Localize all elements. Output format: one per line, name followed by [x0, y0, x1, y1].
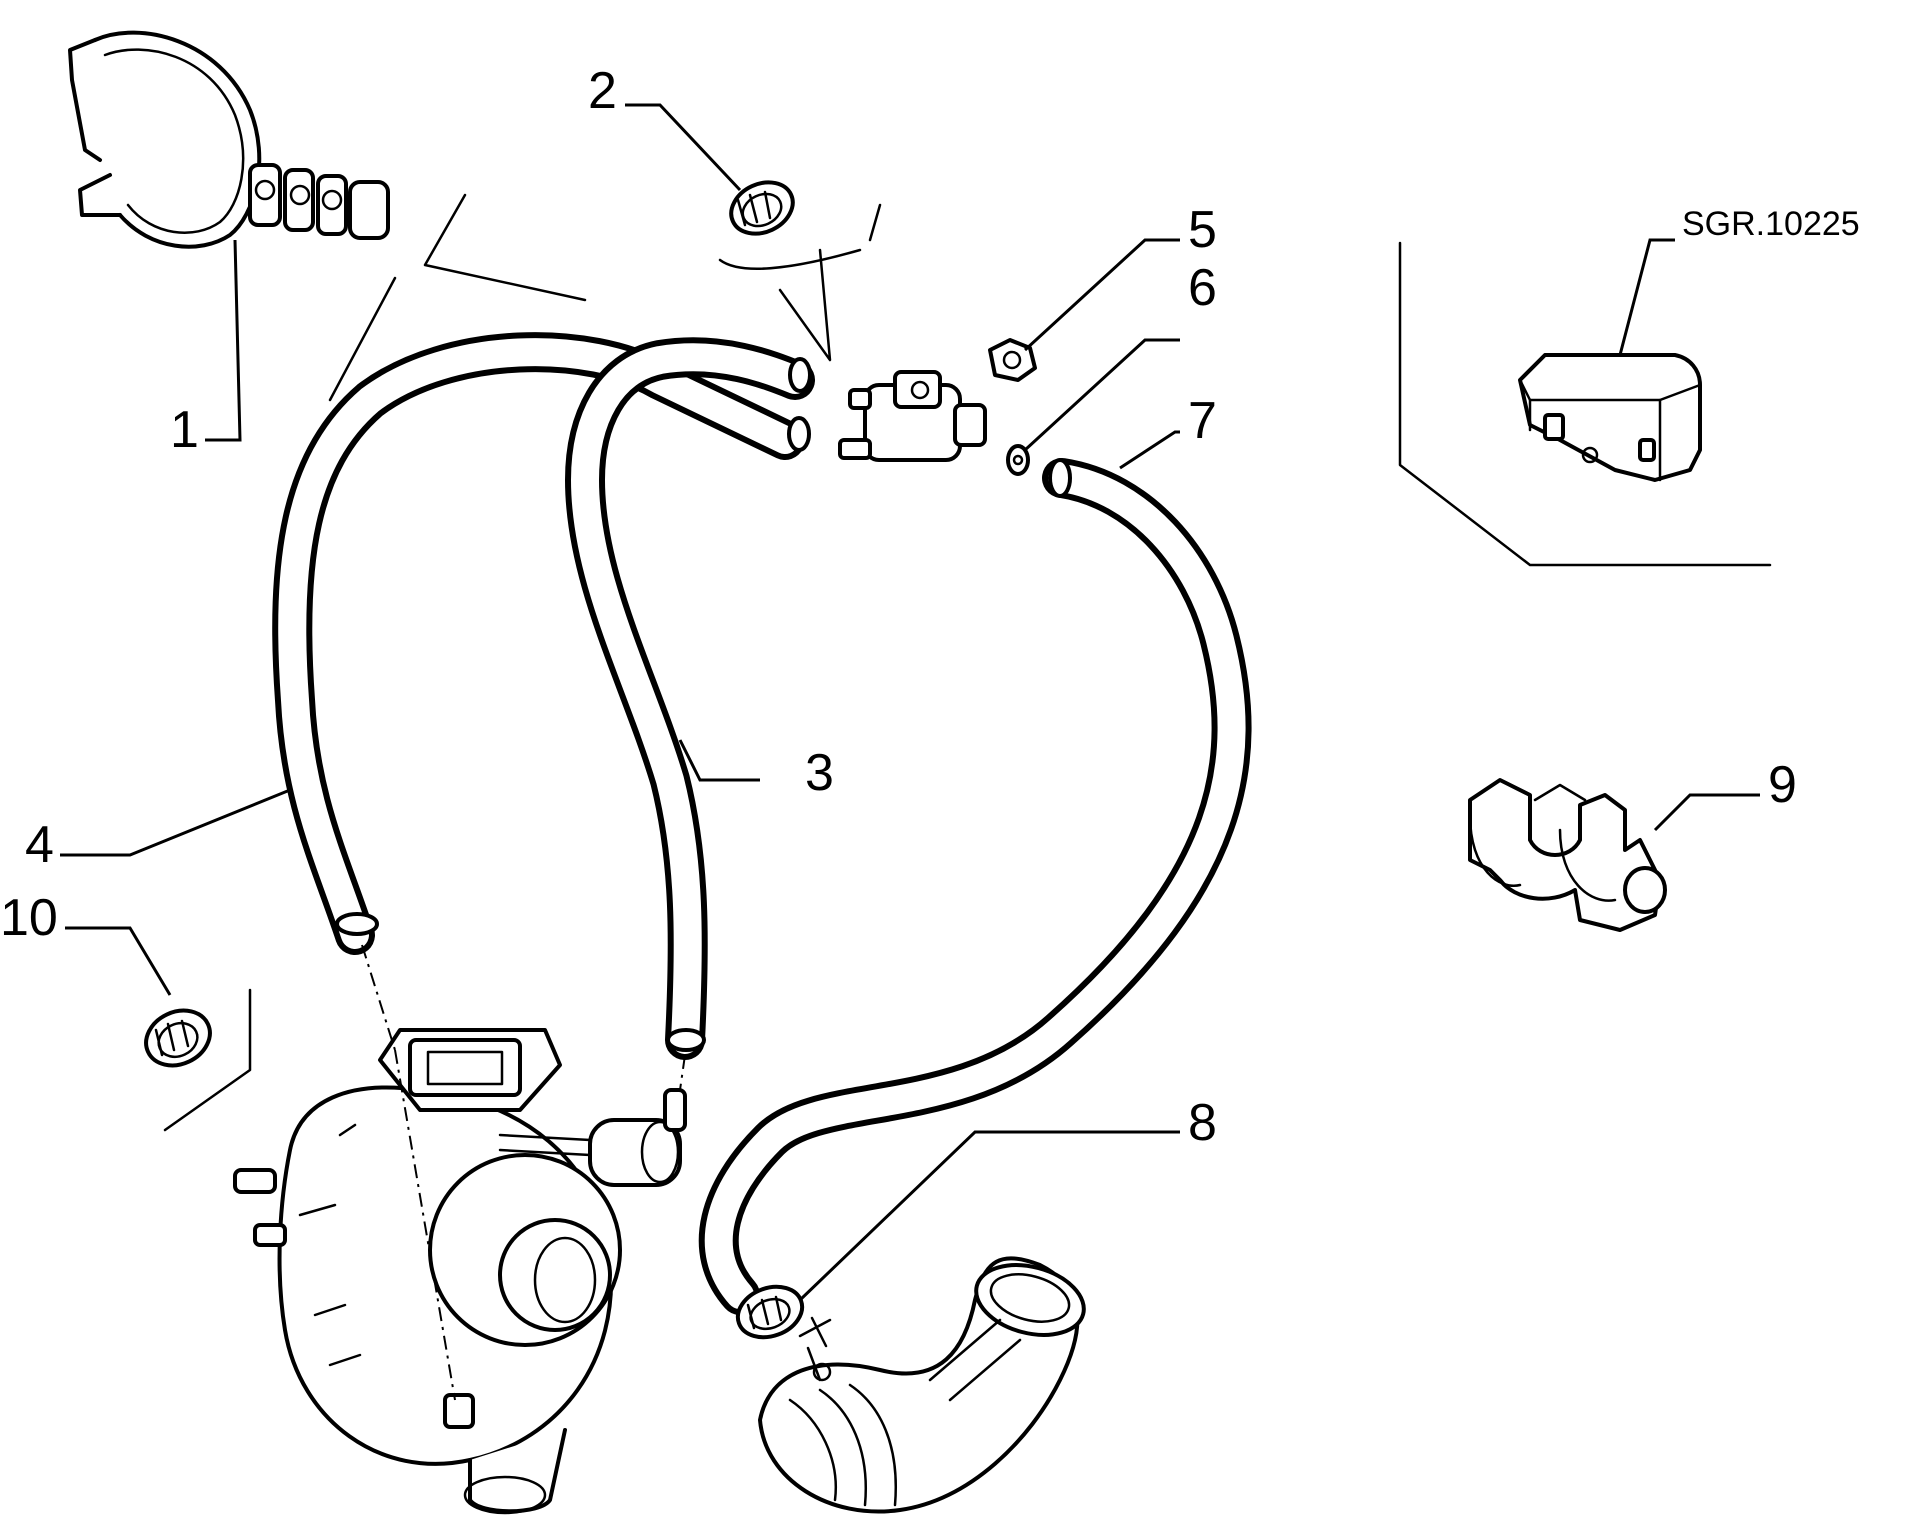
callout-7: 7 [1188, 392, 1217, 450]
inset-connector-part [1518, 353, 1702, 482]
callout-5: 5 [1188, 201, 1217, 259]
hose-clip-part-2 [729, 180, 795, 236]
fitting-part-6 [1006, 444, 1030, 476]
callout-4: 4 [25, 816, 54, 874]
band-clamp-part-1 [68, 30, 390, 249]
dashed-assembly-lines [361, 944, 686, 1401]
callout-3: 3 [805, 744, 834, 802]
callout-6: 6 [1188, 259, 1217, 317]
callout-8: 8 [1188, 1094, 1217, 1152]
turbocharger [233, 1028, 687, 1515]
intake-hose [758, 1256, 1086, 1514]
solenoid-valve [838, 370, 987, 462]
drawing-code: SGR.10225 [1682, 205, 1860, 243]
callout-1: 1 [170, 401, 199, 459]
hose-part-3 [565, 337, 815, 1060]
callout-10: 10 [0, 889, 58, 947]
callout-2: 2 [588, 62, 617, 120]
hose-part-4 [272, 332, 811, 955]
assembly-guide-lines [163, 193, 1772, 1132]
hose-clip-part-10 [144, 1008, 212, 1068]
callout-9: 9 [1768, 756, 1797, 814]
callout-labels: 1 2 3 4 5 6 7 8 9 10 SGR.10225 [0, 62, 1860, 1152]
hose-part-7 [698, 458, 1252, 1315]
hose-holder-part-9 [1468, 778, 1667, 932]
nut-part-5 [988, 338, 1037, 382]
leader-lines [60, 103, 1760, 1302]
